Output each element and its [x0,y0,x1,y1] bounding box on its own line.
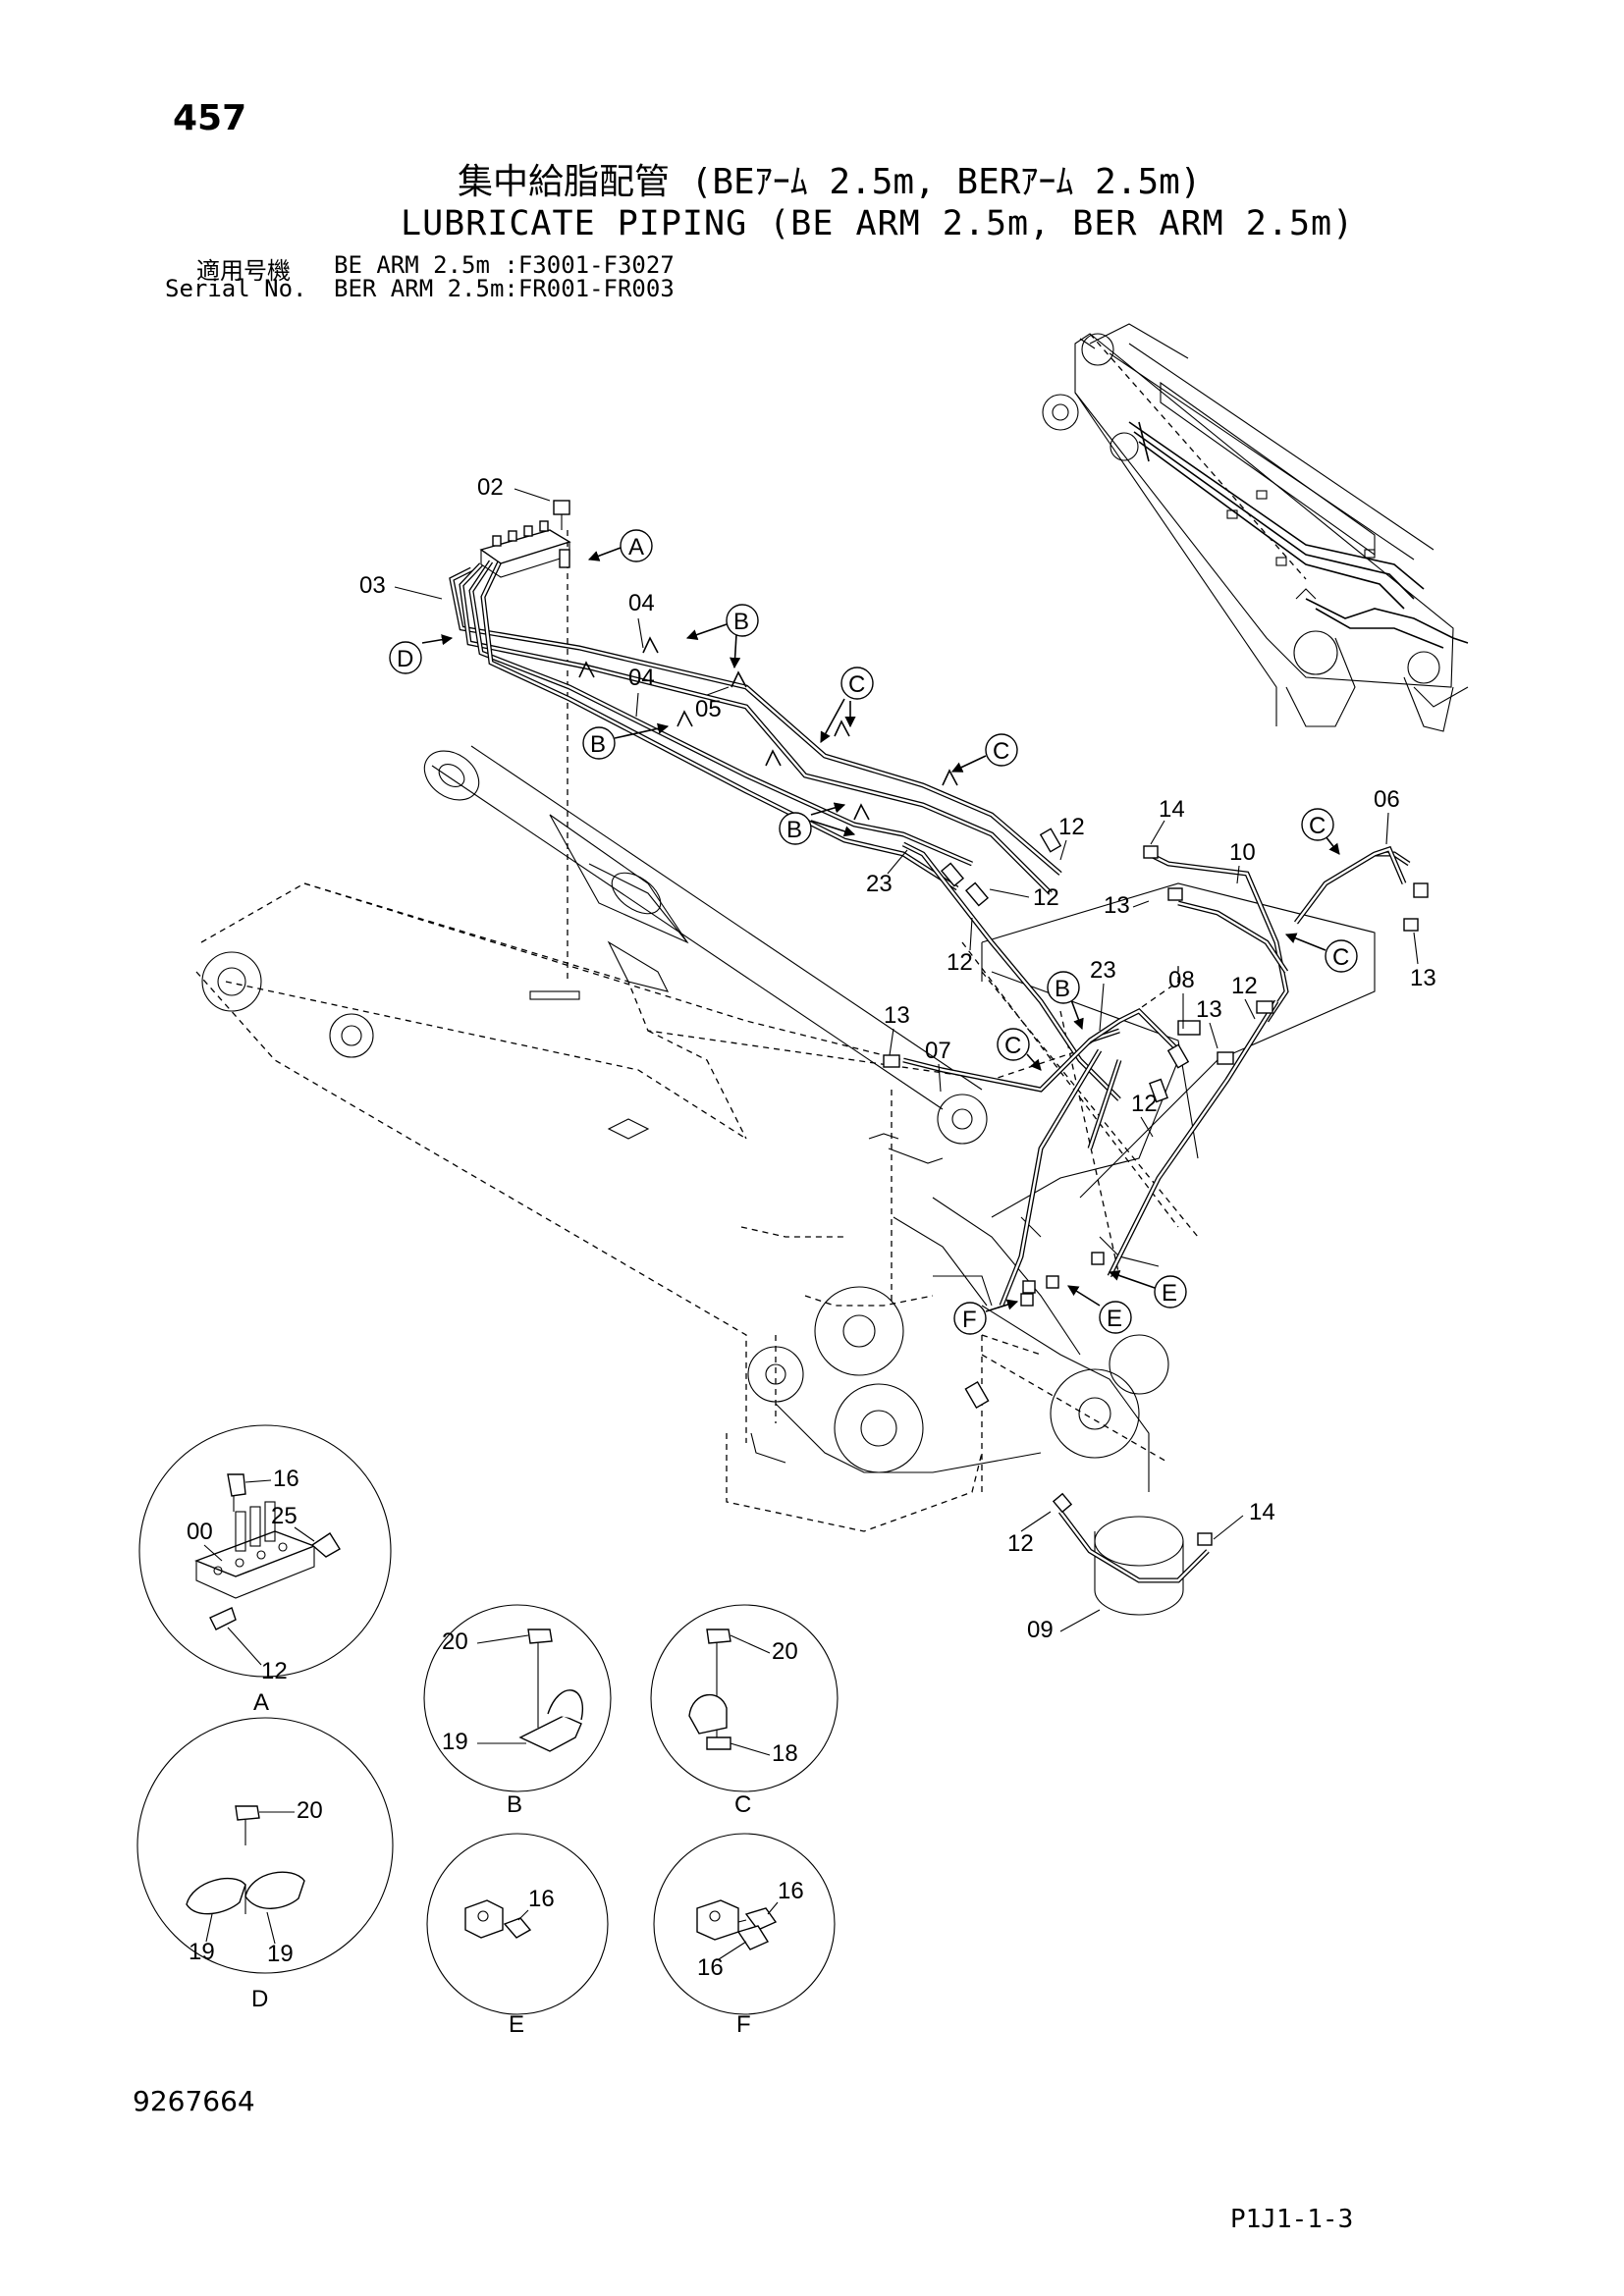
callout-13-a: 13 [1104,892,1130,919]
detail-b-label: B [507,1791,522,1818]
detail-c-callout-20: 20 [772,1638,798,1665]
view-marker-c-letter: C [848,671,865,698]
view-marker-b4-letter: B [1055,976,1070,1002]
detail-b-callout-20: 20 [442,1629,468,1655]
callout-13-d: 13 [1196,996,1222,1023]
callout-08: 08 [1168,967,1195,993]
view-marker-c-4: C [1284,933,1358,973]
serial-label-english: Serial No. [165,275,307,302]
view-markers: A D B B B B [389,529,1358,1335]
callout-13-c: 13 [884,1002,910,1029]
callout-14-b: 14 [1249,1499,1275,1525]
detail-view-b: 20 19 B [423,1604,612,1818]
callout-23-b: 23 [1090,957,1116,984]
view-marker-b3-letter: B [786,817,802,843]
grease-distribution-manifold [479,500,571,578]
detail-d-label: D [251,1986,268,2012]
view-marker-b-1: B [685,604,759,669]
detail-b-callout-19: 19 [442,1729,468,1755]
callout-23-a: 23 [866,871,893,897]
detail-c-label: C [734,1791,751,1818]
callout-13-b: 13 [1410,965,1436,991]
page-title-japanese: 集中給脂配管 (BEｱｰﾑ 2.5m, BERｱｰﾑ 2.5m) [458,162,1202,202]
detail-d-callout-20: 20 [297,1797,323,1824]
callout-10: 10 [1229,839,1256,866]
view-marker-f: F [953,1299,1019,1335]
callout-07: 07 [925,1038,951,1064]
detail-e-callout-16: 16 [528,1886,555,1912]
detail-view-f: 16 16 F [653,1833,836,2038]
detail-d-callout-19-left: 19 [189,1939,215,1965]
detail-view-e: 16 E [426,1833,609,2038]
leader-dashed-lines [567,530,1199,1464]
document-number: 9267664 [133,2085,255,2117]
callout-02: 02 [477,474,504,501]
callout-12-e: 12 [1131,1091,1158,1117]
page-number: 457 [173,98,247,138]
part-callouts: 02 03 04 04 05 06 07 08 09 10 12 12 12 1… [359,474,1436,1643]
detail-f-callout-16-upper: 16 [778,1878,804,1904]
detail-c-callout-18: 18 [772,1740,798,1767]
callout-04-upper: 04 [628,590,655,616]
view-marker-e2-letter: E [1107,1306,1122,1332]
view-marker-b-3: B [779,802,856,845]
page-title-english: LUBRICATE PIPING (BE ARM 2.5m, BER ARM 2… [401,204,1355,243]
arm-overview-thumbnail [1042,323,1469,732]
view-marker-a: A [587,529,653,562]
detail-a-callout-16: 16 [273,1466,299,1492]
arm-body [195,745,1376,1616]
detail-e-label: E [509,2011,524,2038]
detail-d-callout-19-right: 19 [267,1941,294,1967]
view-marker-e-2: E [1067,1285,1132,1334]
view-marker-c-3: C [1301,808,1340,855]
detail-a-callout-25: 25 [271,1503,298,1529]
view-marker-a-letter: A [628,534,644,561]
grease-fittings [578,636,1429,1546]
view-marker-c4-letter: C [1332,944,1349,971]
detail-f-label: F [736,2011,751,2038]
view-marker-c3-letter: C [1309,813,1326,839]
detail-view-d: 20 19 19 D [136,1717,394,2012]
view-marker-b-letter: B [733,609,749,635]
callout-12-c: 12 [947,949,973,976]
callout-09: 09 [1027,1617,1054,1643]
serial-label-japanese: 適用号機 [196,257,291,285]
view-marker-b-4: B [1047,971,1084,1031]
callout-12-f: 12 [1007,1530,1034,1557]
view-marker-e-1: E [1108,1270,1187,1308]
detail-view-c: 20 18 C [650,1604,839,1818]
page-code: P1J1-1-3 [1230,2205,1354,2234]
callout-12-d: 12 [1231,973,1258,999]
callout-05: 05 [695,696,722,722]
detail-view-a: 00 16 25 12 A [138,1424,392,1716]
callout-12-a: 12 [1058,814,1085,840]
callout-12-b: 12 [1033,884,1059,911]
serial-range-be-arm: BE ARM 2.5m :F3001-F3027 [334,251,675,279]
serial-range-ber-arm: BER ARM 2.5m:FR001-FR003 [334,275,675,302]
callout-06: 06 [1374,786,1400,813]
view-marker-c-2: C [950,733,1018,773]
callout-03: 03 [359,572,386,599]
view-marker-b-2: B [582,722,670,760]
view-marker-d: D [389,634,454,674]
view-marker-e-letter: E [1162,1280,1177,1307]
view-marker-c2-letter: C [993,738,1009,765]
view-marker-c-1: C [820,667,874,743]
view-marker-b2-letter: B [590,731,606,758]
detail-a-callout-12: 12 [261,1658,288,1684]
lubrication-hoses [449,558,1411,1583]
callout-14-a: 14 [1159,796,1185,823]
view-marker-c5-letter: C [1004,1033,1021,1059]
callout-04-lower: 04 [628,665,655,691]
detail-a-callout-00: 00 [187,1519,213,1545]
view-marker-d-letter: D [397,646,413,672]
view-marker-f-letter: F [962,1307,977,1333]
view-marker-c-5: C [997,1028,1042,1071]
detail-a-label: A [253,1689,269,1716]
